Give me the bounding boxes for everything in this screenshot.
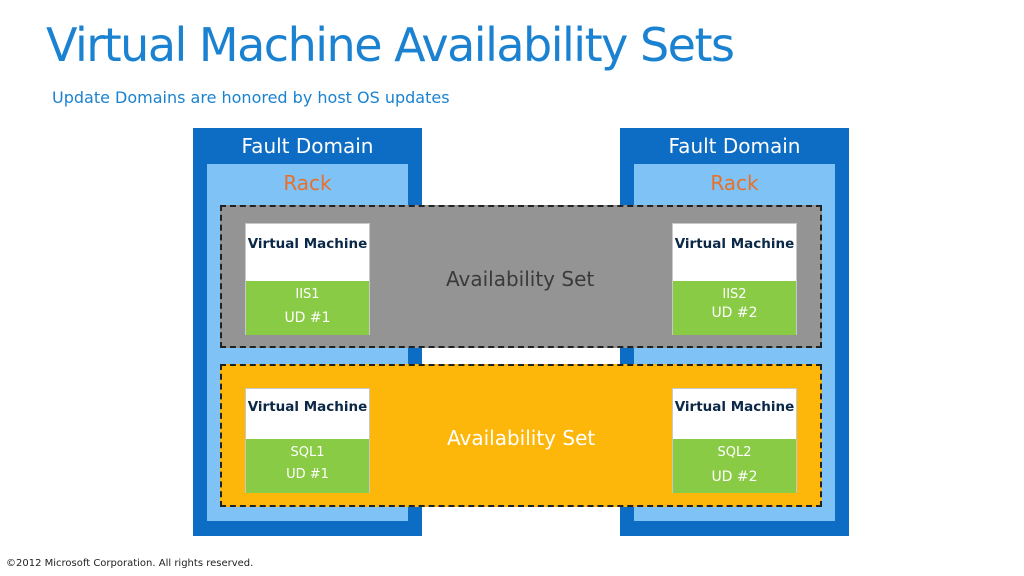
vm-iis2: Virtual Machine IIS2 UD #2 xyxy=(672,223,797,335)
vm-status-panel: SQL1 UD #1 xyxy=(246,439,369,493)
vm-title: Virtual Machine xyxy=(247,236,368,252)
vm-update-domain: UD #1 xyxy=(286,467,329,482)
slide-title: Virtual Machine Availability Sets xyxy=(46,18,735,72)
vm-status-panel: IIS1 UD #1 xyxy=(246,281,369,335)
rack-label: Rack xyxy=(710,171,759,195)
fault-domain-label: Fault Domain xyxy=(241,134,374,158)
vm-title: Virtual Machine xyxy=(247,399,368,415)
vm-name: SQL1 xyxy=(290,445,325,460)
vm-sql1: Virtual Machine SQL1 UD #1 xyxy=(245,388,370,493)
slide-subtitle: Update Domains are honored by host OS up… xyxy=(52,88,450,107)
vm-iis1: Virtual Machine IIS1 UD #1 xyxy=(245,223,370,335)
vm-title: Virtual Machine xyxy=(674,399,795,415)
vm-update-domain: UD #2 xyxy=(711,469,758,485)
fault-domain-label: Fault Domain xyxy=(668,134,801,158)
availability-set-label: Availability Set xyxy=(447,426,596,450)
vm-status-panel: IIS2 UD #2 xyxy=(673,281,796,335)
vm-status-panel: SQL2 UD #2 xyxy=(673,439,796,493)
rack-label: Rack xyxy=(283,171,332,195)
vm-sql2: Virtual Machine SQL2 UD #2 xyxy=(672,388,797,493)
vm-update-domain: UD #1 xyxy=(284,310,331,326)
vm-title: Virtual Machine xyxy=(674,236,795,252)
vm-name: IIS1 xyxy=(295,287,320,302)
copyright-footer: ©2012 Microsoft Corporation. All rights … xyxy=(6,558,254,569)
vm-update-domain: UD #2 xyxy=(711,305,758,321)
vm-name: IIS2 xyxy=(722,287,747,302)
vm-name: SQL2 xyxy=(717,445,752,460)
availability-set-label: Availability Set xyxy=(446,267,595,291)
